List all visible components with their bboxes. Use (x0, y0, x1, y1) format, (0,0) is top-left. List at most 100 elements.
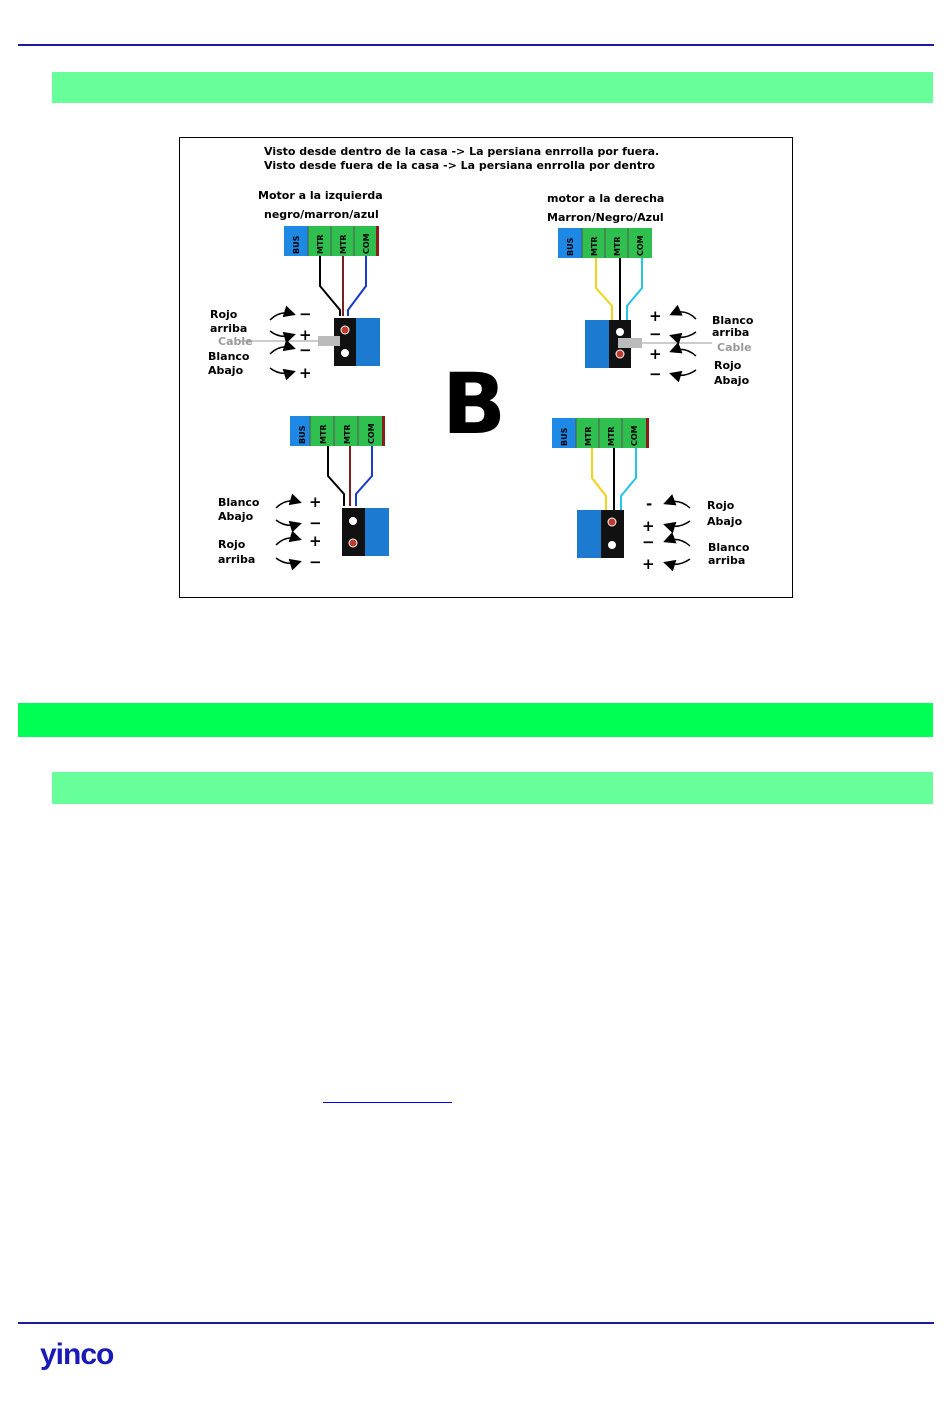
tl-sign-3: − (299, 341, 312, 359)
arrow-icon (663, 520, 691, 534)
right-motor-colors: Marron/Negro/Azul (547, 211, 664, 224)
terminal-label-bus: BUS (560, 427, 569, 446)
terminal-label-bus: BUS (292, 235, 301, 254)
tl-arriba-label: arriba (210, 322, 247, 335)
bl-sign-1: + (309, 493, 322, 511)
tr-blanco-label: Blanco (712, 314, 754, 327)
terminal-block-top-left: BUS MTR MTR COM (284, 226, 379, 256)
arrow-icon (663, 558, 691, 572)
tr-sign-2: − (649, 325, 662, 343)
arrow-icon (669, 369, 697, 383)
tr-rojo-label: Rojo (714, 359, 742, 372)
arrow-icon (275, 557, 302, 571)
bottom-rule (18, 1322, 934, 1324)
wires-top-left (319, 256, 367, 316)
terminal-block-top-right: BUS MTR MTR COM (558, 228, 652, 258)
terminal-label-com: COM (362, 233, 371, 254)
tl-sign-2: + (299, 326, 312, 344)
wiring-diagram-svg: Visto desde dentro de la casa -> La pers… (208, 145, 754, 573)
terminal-label-mtr: MTR (584, 426, 593, 446)
br-sign-1: - (646, 495, 652, 513)
logo-text: yinco (40, 1338, 114, 1371)
tl-sign-4: + (299, 364, 312, 382)
terminal-label-com: COM (367, 423, 376, 444)
left-motor-colors: negro/marron/azul (264, 208, 379, 221)
br-arriba-label: arriba (708, 554, 745, 567)
br-rojo-label: Rojo (707, 499, 735, 512)
motor-top-right (585, 320, 712, 368)
top-rule (18, 44, 934, 46)
section-bar-main (18, 703, 933, 737)
tr-abajo-label: Abajo (714, 374, 750, 387)
wires-bottom-left (327, 446, 373, 506)
big-letter-b: B (442, 355, 506, 453)
section-bar-2 (52, 772, 933, 804)
terminal-label-com: COM (636, 235, 645, 256)
terminal-label-mtr: MTR (339, 234, 348, 254)
br-arrows (663, 494, 691, 572)
tl-arrows (269, 305, 296, 381)
bl-arriba-label: arriba (218, 553, 255, 566)
tr-sign-4: − (649, 365, 662, 383)
arrow-icon (663, 494, 691, 509)
terminal-label-bus: BUS (298, 425, 307, 444)
bl-sign-4: − (309, 553, 322, 571)
bl-arrows (275, 493, 302, 571)
yinco-logo: yinco (40, 1334, 130, 1378)
hyperlink-underline[interactable] (323, 1102, 452, 1103)
left-motor-title: Motor a la izquierda (258, 189, 383, 202)
br-blanco-label: Blanco (708, 541, 750, 554)
tl-sign-1: − (299, 305, 312, 323)
tl-rojo-label: Rojo (210, 308, 238, 321)
arrow-icon (663, 532, 691, 547)
motor-bottom-right (577, 510, 624, 558)
bl-rojo-label: Rojo (218, 538, 246, 551)
terminal-label-mtr: MTR (613, 236, 622, 256)
yinco-logo-svg: yinco (40, 1338, 115, 1371)
motor-bottom-left (342, 508, 389, 556)
arrow-icon (269, 330, 296, 344)
terminal-label-mtr: MTR (316, 234, 325, 254)
arrow-icon (269, 305, 296, 321)
wires-top-right (595, 258, 643, 320)
diagram-header-line2: Visto desde fuera de la casa -> La persi… (264, 159, 655, 172)
motor-top-left (240, 318, 380, 366)
arrow-icon (275, 493, 302, 509)
arrow-icon (269, 367, 296, 381)
right-motor-title: motor a la derecha (547, 192, 664, 205)
bl-blanco-label: Blanco (218, 496, 260, 509)
bl-sign-2: − (309, 514, 322, 532)
diagram-header-line1: Visto desde dentro de la casa -> La pers… (264, 145, 659, 158)
terminal-block-bottom-right: BUS MTR MTR COM (552, 418, 649, 448)
tr-sign-3: + (649, 345, 662, 363)
tr-cable-label: Cable (717, 341, 752, 354)
br-sign-4: + (642, 555, 655, 573)
wiring-diagram: Visto desde dentro de la casa -> La pers… (179, 137, 793, 598)
tl-cable-label: Cable (218, 335, 253, 348)
br-abajo-label: Abajo (707, 515, 743, 528)
arrow-icon (275, 530, 302, 546)
tl-abajo-label: Abajo (208, 364, 244, 377)
terminal-label-mtr: MTR (590, 236, 599, 256)
arrow-icon (669, 304, 697, 320)
tr-arrows (669, 304, 697, 383)
terminal-label-mtr: MTR (343, 424, 352, 444)
br-sign-3: − (642, 533, 655, 551)
tl-blanco-label: Blanco (208, 350, 250, 363)
arrow-icon (669, 331, 697, 345)
br-sign-2: + (642, 517, 655, 535)
terminal-label-com: COM (630, 425, 639, 446)
wires-bottom-right (591, 448, 637, 510)
section-bar-1 (52, 72, 933, 103)
bl-sign-3: + (309, 532, 322, 550)
terminal-label-mtr: MTR (607, 426, 616, 446)
tr-arriba-label: arriba (712, 326, 749, 339)
arrow-icon (669, 342, 697, 357)
bl-abajo-label: Abajo (218, 510, 254, 523)
terminal-block-bottom-left: BUS MTR MTR COM (290, 416, 385, 446)
arrow-icon (269, 339, 296, 355)
arrow-icon (275, 519, 302, 533)
terminal-label-bus: BUS (566, 237, 575, 256)
terminal-label-mtr: MTR (319, 424, 328, 444)
tr-sign-1: + (649, 307, 662, 325)
